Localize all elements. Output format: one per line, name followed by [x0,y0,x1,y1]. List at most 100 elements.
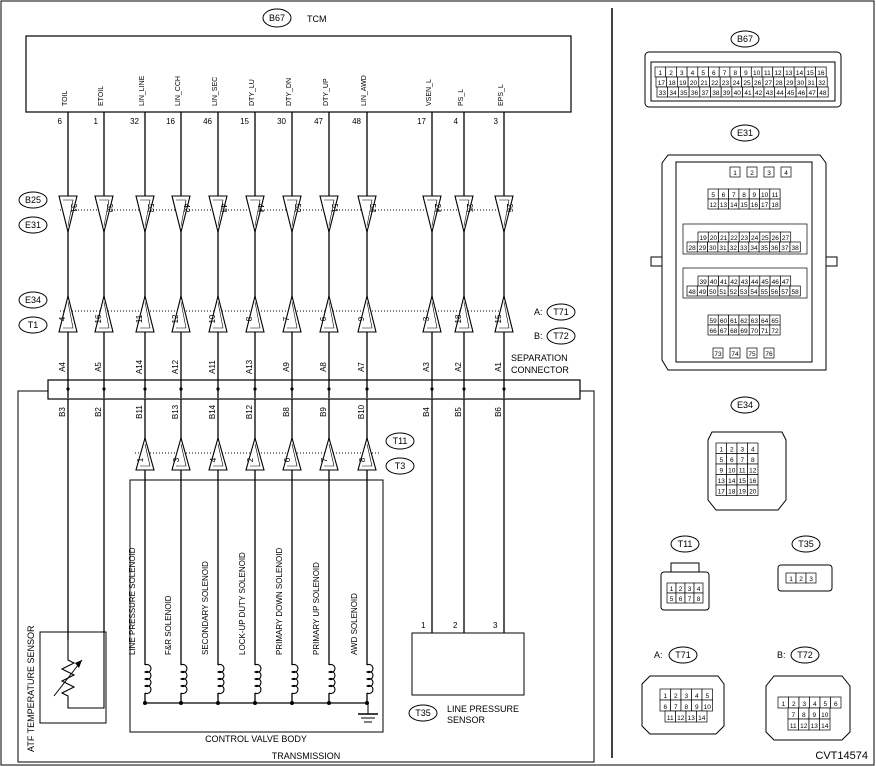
pin-number: 30 [709,245,717,252]
separation-b-pin: B14 [208,404,217,419]
pin-number: 3 [684,693,688,700]
pin-number: 19 [739,489,747,496]
pin-number: 1 [659,70,663,77]
pin-cell [747,484,759,496]
t11-t3-terminal-inner [362,443,373,467]
solenoid-coil-icon [216,663,225,695]
separation-b-pin: B3 [58,407,67,417]
t35-label: T35 [415,708,431,718]
pin-number: 1 [789,576,793,583]
e34-pin-number: 9 [357,316,366,321]
separation-pin-dot [430,387,434,391]
t11-pin-number: 7 [320,457,329,462]
thermistor-arrow [53,659,83,697]
t11-t3-terminal-inner [250,443,261,467]
pin-number: 22 [730,235,738,242]
solenoid-coil-icon [365,663,374,695]
pin-number: 4 [691,70,695,77]
pin-cell [769,198,781,210]
pin-number: 13 [688,715,696,722]
t35-pin-number: 2 [453,621,458,630]
pin-number: 39 [723,90,731,97]
solenoid-coil-icon [253,663,262,695]
t11-t3-terminal [171,435,191,471]
t11-pin-number: 6 [283,457,292,462]
b25-e31-terminal-inner [459,199,470,227]
pin-number: 13 [720,202,728,209]
pin-number: 49 [699,289,707,296]
pin-number: 40 [710,279,718,286]
tcm-pin-number: 32 [130,117,139,126]
pin-number: 11 [790,723,797,730]
tcm-signal-name: DTY_DN [286,78,293,106]
pin-number: 20 [710,235,718,242]
pin-number: 2 [799,576,803,583]
pin-number: 34 [669,90,677,97]
pin-number: 3 [688,586,692,593]
pin-number: 46 [772,279,780,286]
solenoid-label: PRIMARY UP SOLENOID [312,562,321,655]
pin-number: 4 [813,701,817,708]
separation-pin-dot [102,387,106,391]
pin-number: 31 [808,80,816,87]
t11-view-badge [670,535,700,553]
pin-number: 23 [741,235,749,242]
e34-label: E34 [25,295,41,305]
pin-cell [693,592,704,604]
pin-number: 14 [796,70,804,77]
e31-block [682,223,808,255]
pin-number: 41 [720,279,728,286]
pin-number: 21 [720,235,728,242]
pin-number: 61 [730,318,738,325]
pin-number: 9 [719,468,723,475]
b25-e31-terminal-inner [99,199,110,227]
e34-view-label: E34 [737,400,753,410]
pin-number: 28 [689,245,697,252]
t3-badge [385,457,415,475]
separation-pin-dot [462,387,466,391]
pin-number: 1 [670,586,674,593]
t11-t3-terminal-inner [140,443,151,467]
b25-e31-terminal-inner [250,199,261,227]
separation-b-pin: B10 [357,404,366,419]
e31-label: E31 [25,220,41,230]
pin-number: 10 [821,712,829,719]
t1-label: T1 [28,320,39,330]
solenoid-label: F&R SOLENOID [164,595,173,655]
pin-number: 19 [700,235,708,242]
pin-number: 36 [771,245,779,252]
separation-connector-bar [47,379,581,400]
pin-cell [696,710,708,723]
pin-number: 7 [674,704,678,711]
pin-number: 71 [761,328,769,335]
pin-number: 7 [732,192,736,199]
atf-sensor-box [39,631,107,724]
solenoid-coil-icon [143,663,152,695]
pin-number: 11 [667,715,674,722]
b25-pin-number: 44 [256,204,265,213]
e34-t1-terminal [422,295,442,333]
separation-b-pin: B9 [319,407,328,417]
pin-number: 3 [680,70,684,77]
pin-number: 36 [691,90,699,97]
pin-number: 53 [740,289,748,296]
t35-view-badge [791,535,821,553]
pin-number: 1 [663,693,667,700]
separation-b-pin: B11 [135,405,144,419]
b25-e31-terminal-inner [213,199,224,227]
separation-pin-dot [290,387,294,391]
pin-number: 41 [744,90,752,97]
b25-label: B25 [25,195,41,205]
solenoid-coil-icon [179,663,188,695]
pin-number: 27 [765,80,773,87]
pin-number: 2 [792,701,796,708]
pin-cell [789,241,801,253]
tcm-pin-number: 48 [352,117,361,126]
separation-a-pin: A12 [171,359,180,374]
t11-label: T11 [393,436,408,446]
t71-view-label: T71 [675,650,691,660]
separation-b-pin: B2 [94,407,103,417]
pin-number: 3 [740,447,744,454]
transmission-frame [17,390,595,763]
b25-e31-terminal [245,195,265,233]
